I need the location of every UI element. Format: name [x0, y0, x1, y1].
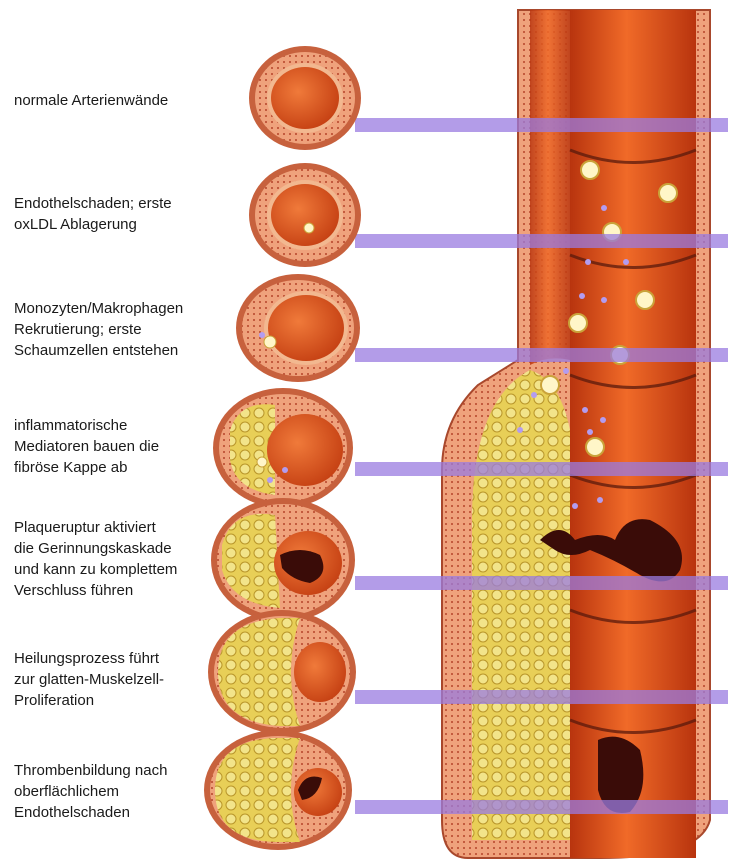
connector-5 — [355, 576, 728, 590]
cross-section-1 — [249, 46, 361, 150]
label-stage-6: Heilungsprozess führt zur glatten-Muskel… — [14, 648, 224, 711]
cross-section-4 — [213, 388, 353, 508]
connector-4 — [355, 462, 728, 476]
connector-1 — [355, 118, 728, 132]
cross-section-3 — [236, 274, 360, 382]
cross-section-7 — [204, 730, 352, 850]
connector-3 — [355, 348, 728, 362]
cross-section-2 — [249, 163, 361, 267]
label-stage-5: Plaqueruptur aktiviert die Gerinnungskas… — [14, 517, 224, 601]
cross-section-5 — [211, 498, 355, 622]
connector-2 — [355, 234, 728, 248]
longitudinal-artery — [442, 10, 710, 858]
label-stage-3: Monozyten/Makrophagen Rekrutierung; erst… — [14, 298, 224, 361]
connector-7 — [355, 800, 728, 814]
label-stage-4: inflammatorische Mediatoren bauen die fi… — [14, 415, 224, 478]
label-stage-2: Endothelschaden; erste oxLDL Ablagerung — [14, 193, 224, 235]
connector-6 — [355, 690, 728, 704]
plaque-core — [472, 370, 570, 840]
label-stage-1: normale Arterienwände — [14, 90, 224, 111]
label-stage-7: Thrombenbildung nach oberflächlichem End… — [14, 760, 224, 823]
cross-section-6 — [208, 610, 356, 734]
